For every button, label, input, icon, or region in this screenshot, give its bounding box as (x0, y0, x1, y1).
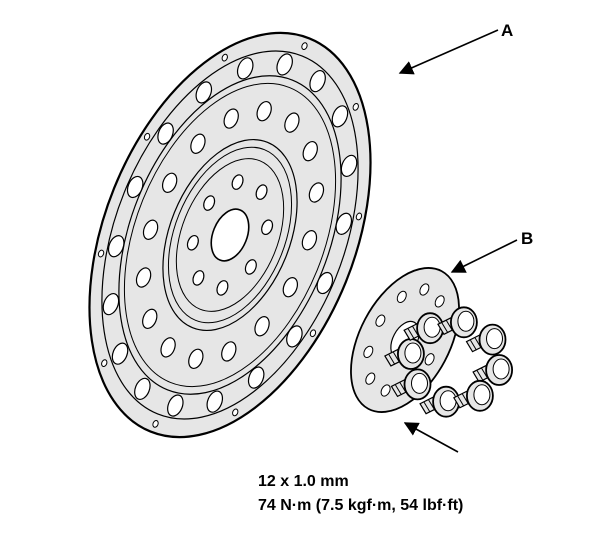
plate-vent-hole (161, 172, 178, 193)
plate-vent-hole (195, 81, 213, 104)
plate-vent-hole (254, 316, 270, 337)
plate-vent-hole (284, 112, 300, 133)
plate-vent-hole (167, 394, 184, 417)
plate-vent-hole (308, 182, 325, 203)
flywheel-bolts (384, 306, 514, 418)
callout-label-b: B (521, 229, 533, 248)
plate-vent-hole (316, 271, 334, 295)
plate-vent-hole (102, 292, 120, 316)
plate-vent-hole (142, 219, 159, 240)
plate-outer-holes (102, 53, 358, 417)
plate-vent-hole (221, 341, 237, 362)
plate-mid-ring-outer (118, 75, 342, 395)
callout-label-a: A (501, 21, 513, 40)
plate-center-bore (210, 208, 250, 262)
plate-vent-hole (188, 348, 204, 370)
plate-edge-hole (352, 103, 359, 111)
backing-plate-hole (424, 353, 435, 366)
flywheel-bolt (390, 368, 432, 401)
backing-plate-hole (365, 372, 376, 385)
plate-mid-ring-inner (123, 82, 337, 388)
plate-vent-hole (309, 69, 326, 93)
hub-bolt-hole (186, 234, 199, 251)
flywheel-bolt (472, 354, 514, 386)
plate-vent-hole (157, 122, 174, 145)
plate-edge-hole (143, 132, 151, 141)
plate-vent-hole (107, 235, 125, 258)
backing-plate-hole (380, 384, 391, 397)
plate-vent-hole (282, 277, 299, 298)
flywheel-bolt (437, 306, 478, 339)
backing-plate-hole (396, 290, 407, 303)
plate-vent-hole (126, 175, 144, 199)
plate-vent-hole (111, 342, 129, 365)
plate-edge-hole (301, 42, 308, 51)
plate-vent-hole (331, 105, 349, 128)
flywheel-bolt (384, 338, 425, 370)
plate-edge-hole (221, 53, 228, 62)
flywheel-bolt (403, 312, 445, 345)
plate-vent-hole (142, 308, 158, 330)
hub-bolt-hole (244, 259, 257, 275)
plate-vent-hole (135, 267, 152, 288)
plate-vent-hole (206, 390, 224, 413)
backing-plate-hole (375, 314, 386, 327)
hub-bolt-hole (261, 219, 274, 236)
hub-bolt-hole (255, 184, 268, 200)
bolt-torque-spec: 74 N·m (7.5 kgf·m, 54 lbf·ft) (258, 497, 463, 514)
plate-outer-ring (101, 50, 359, 420)
plate-edge-hole (152, 419, 159, 428)
plate-edge-hole (355, 212, 363, 221)
plate-vent-hole (301, 230, 318, 251)
plate-vent-hole (160, 337, 176, 358)
flywheel-bolt (419, 385, 461, 418)
hub-bolt-hole (231, 174, 244, 190)
plate-vent-hole (340, 154, 358, 178)
plate-edge-hole (101, 359, 108, 367)
plate-vent-hole (286, 325, 303, 348)
backing-plate-hole (434, 295, 445, 308)
flywheel-bolt (453, 379, 494, 412)
plate-vent-hole (256, 100, 272, 122)
plate-vent-hole (236, 57, 254, 80)
backing-plate-hole (419, 283, 430, 296)
plate-hub-ring-outer (162, 138, 298, 332)
drive-plate-a (88, 31, 372, 439)
leader-line-a (398, 29, 499, 75)
leader-line-bolt-spec (403, 422, 459, 453)
plate-edge-holes (97, 42, 363, 428)
plate-hub-ring-core (175, 158, 285, 312)
plate-vent-hole (335, 212, 353, 235)
hub-bolt-hole (216, 280, 229, 296)
leader-line-b (450, 239, 518, 273)
plate-edge-hole (309, 329, 317, 338)
plate-vent-hole (134, 377, 151, 401)
flywheel-bolt (465, 323, 507, 356)
plate-edge-hole (97, 249, 105, 258)
plate-vent-hole (302, 140, 318, 162)
plate-vent-hole (190, 133, 206, 154)
plate-edge-hole (232, 408, 239, 417)
plate-hub-bolt-holes (186, 174, 274, 296)
backing-plate-hole (363, 345, 374, 358)
plate-vent-hole (223, 108, 239, 129)
hub-bolt-hole (203, 195, 216, 211)
hub-bolt-hole (192, 270, 205, 286)
plate-hub-ring-inner (167, 146, 293, 324)
plate-vent-hole (276, 53, 293, 76)
bolt-size-spec: 12 x 1.0 mm (258, 473, 349, 490)
plate-vent-hole (247, 366, 265, 389)
